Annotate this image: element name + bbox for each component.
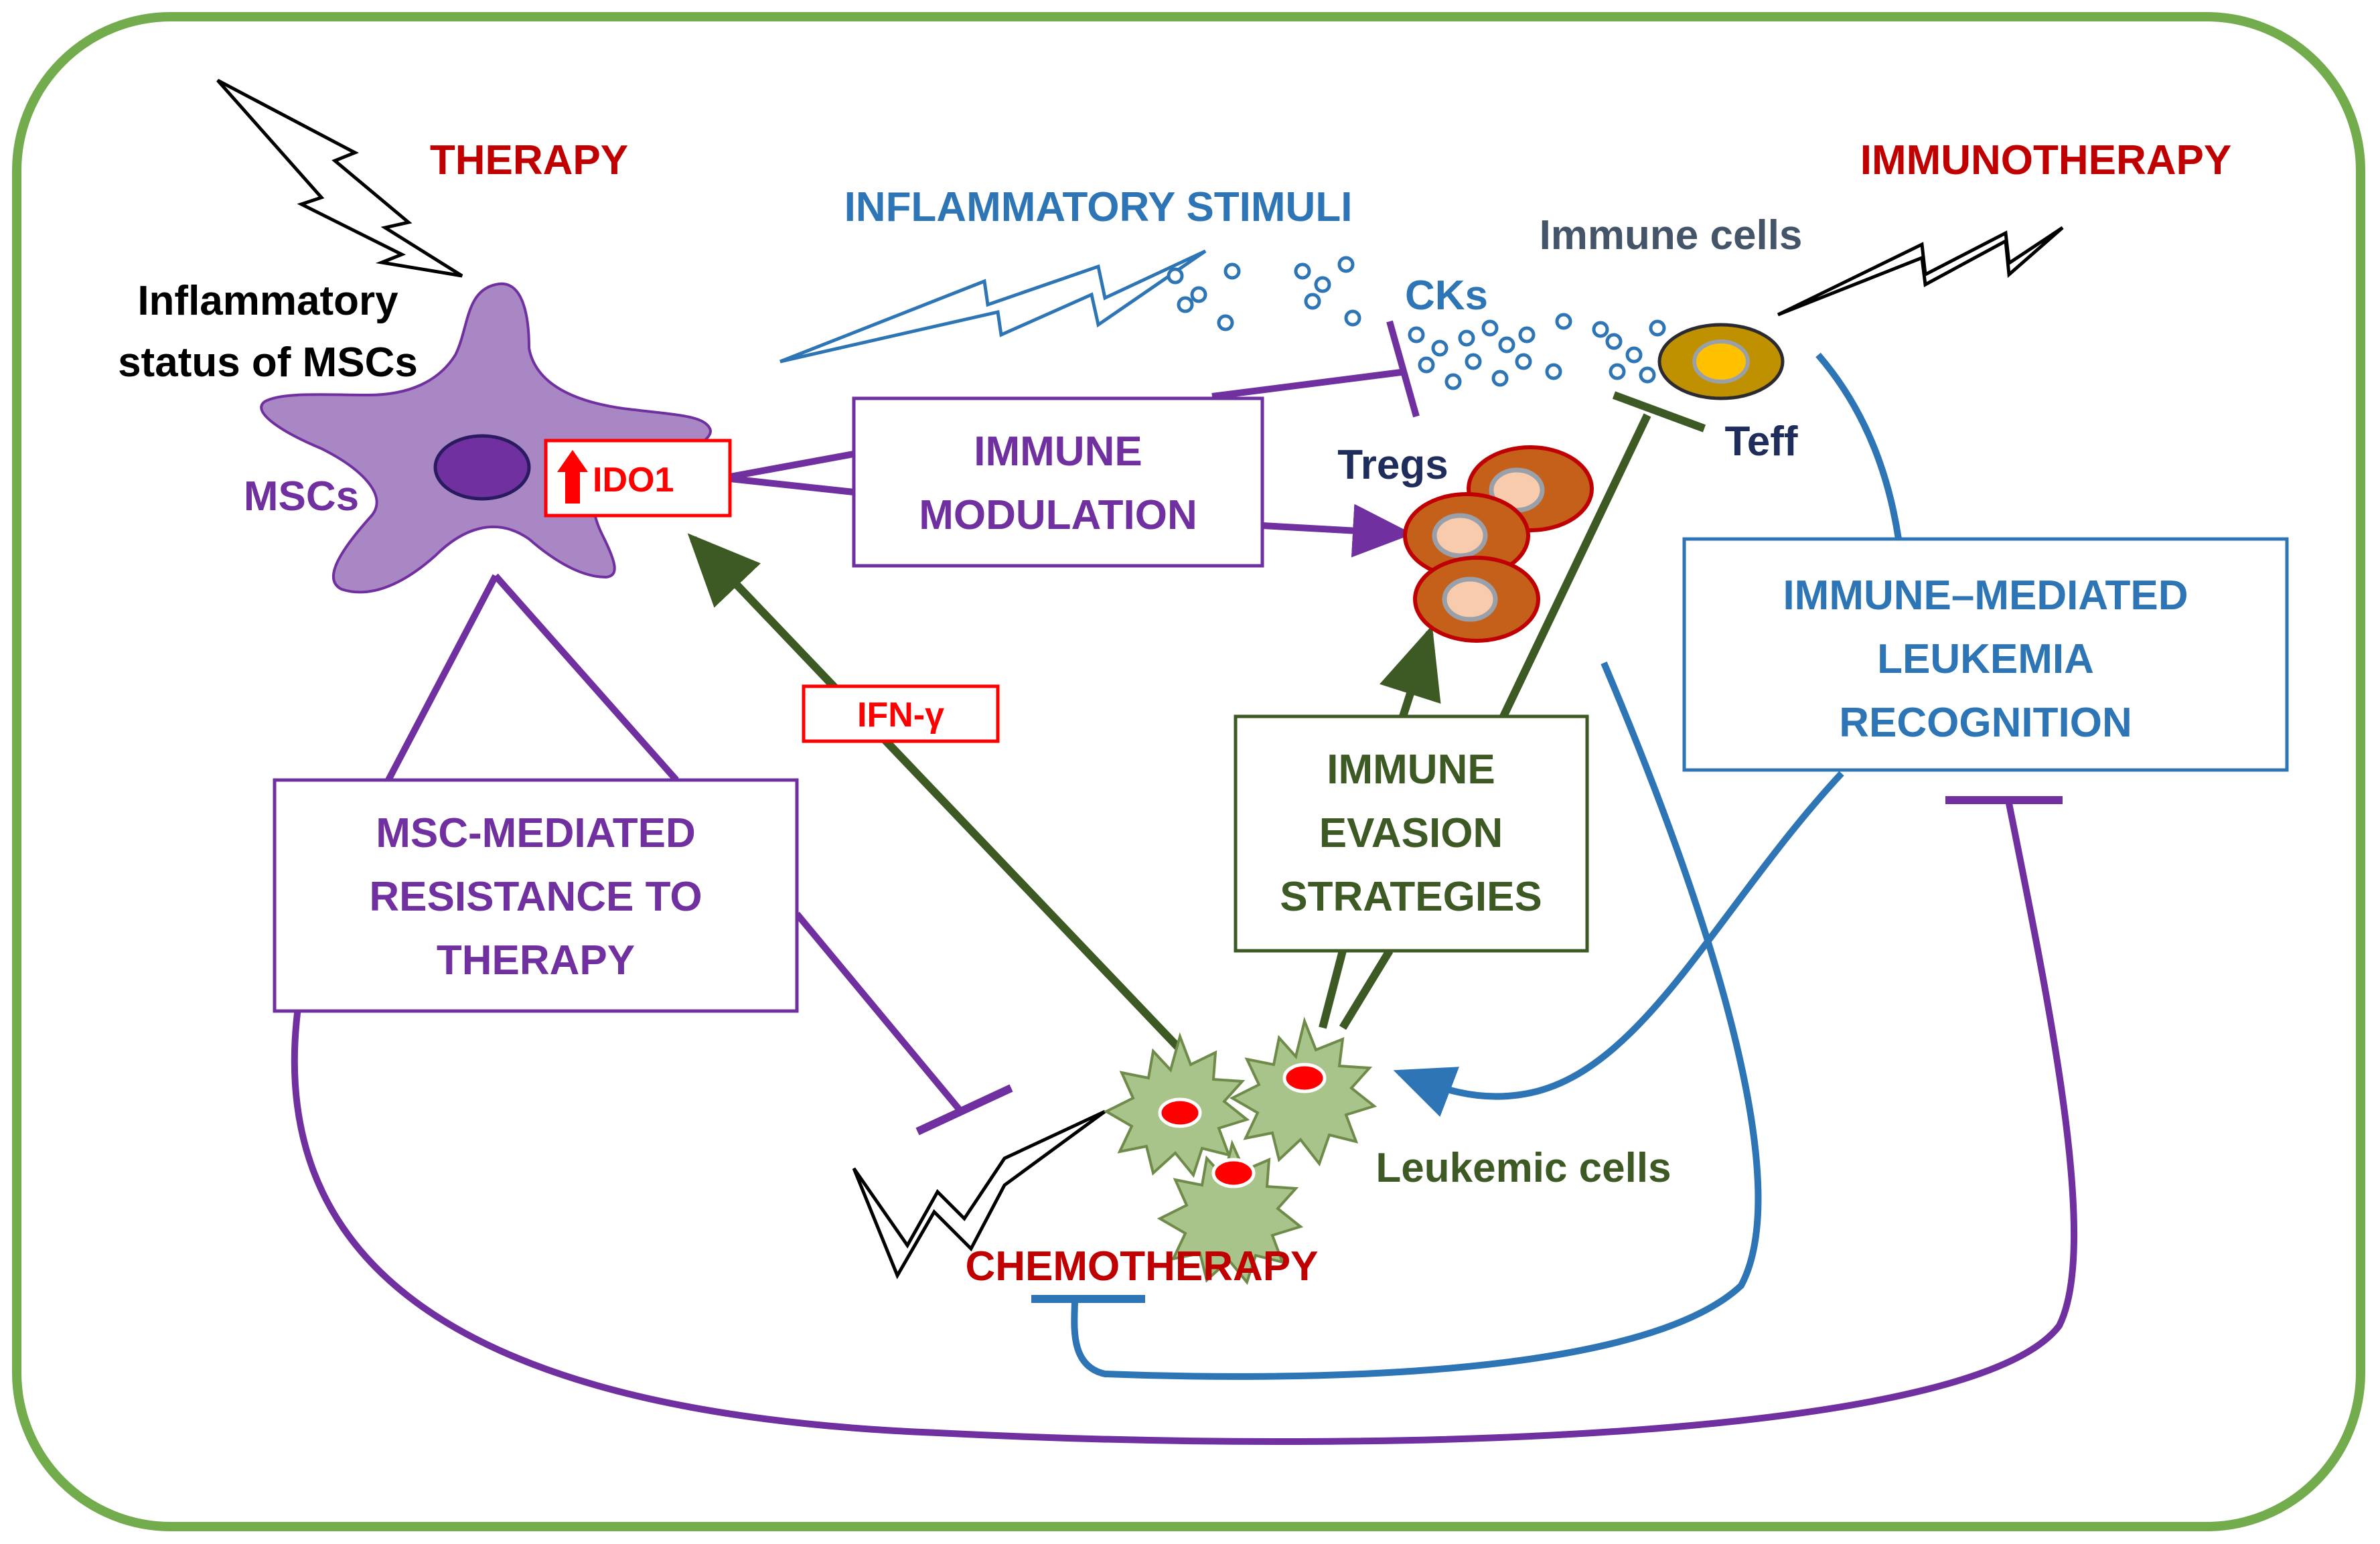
lightning-bolt-icon bbox=[779, 249, 1207, 364]
ido1-label: IDO1 bbox=[593, 461, 674, 499]
immune-evasion-box bbox=[1234, 714, 1589, 953]
leukemic-nucleus bbox=[1211, 1158, 1256, 1188]
immune-mediated-line-2: LEUKEMIA bbox=[1877, 636, 2094, 682]
teff-label: Teff bbox=[1724, 418, 1797, 465]
immune-evasion-line-3: STRATEGIES bbox=[1280, 874, 1542, 920]
ido1-to-modulation-line-top bbox=[729, 451, 854, 480]
inflammatory-status-line-1: Inflammatory bbox=[137, 278, 398, 324]
msc-to-resistance-line-left bbox=[385, 574, 499, 782]
inflammatory-status-line-2: status of MSCs bbox=[118, 339, 418, 386]
cytokine-dot-icon bbox=[1177, 296, 1194, 313]
msc-to-resistance-line-right bbox=[493, 573, 679, 783]
cytokine-dot-icon bbox=[1605, 333, 1623, 350]
evasion-to-tregs-arrow bbox=[1380, 625, 1441, 718]
immunotherapy-label: IMMUNOTHERAPY bbox=[1860, 137, 2232, 183]
immune-evasion-line-2: EVASION bbox=[1319, 810, 1503, 856]
mscs-label: MSCs bbox=[244, 473, 359, 520]
chemo-inhibition-bar-purple bbox=[915, 1084, 1013, 1136]
msc-resistance-line-2: RESISTANCE TO bbox=[369, 874, 702, 920]
inflammatory-stimuli-label: INFLAMMATORY STIMULI bbox=[844, 184, 1353, 230]
cytokine-dot-icon bbox=[1294, 262, 1311, 280]
immune-modulation-line-1: IMMUNE bbox=[974, 429, 1142, 475]
cks-label: CKs bbox=[1405, 273, 1488, 319]
msc-resistance-line-1: MSC-MEDIATED bbox=[376, 810, 696, 856]
leukemia-inhibits-chemo-curve bbox=[1071, 662, 1762, 1380]
therapy-label: THERAPY bbox=[430, 137, 628, 183]
immune-modulation-line-2: MODULATION bbox=[919, 492, 1197, 538]
cytokine-dot-icon bbox=[1337, 256, 1355, 273]
immune-modulation-box bbox=[852, 396, 1264, 568]
ifn-gamma-box bbox=[802, 684, 1000, 743]
ifn-gamma-arrow bbox=[687, 533, 1182, 1051]
leukemic-nucleus bbox=[1158, 1097, 1202, 1128]
cytokine-dot-icon bbox=[1167, 267, 1184, 285]
evasion-inhibits-teff-line bbox=[1499, 413, 1651, 718]
cytokine-dot-icon bbox=[1465, 353, 1482, 370]
cytokine-dot-icon bbox=[1314, 276, 1331, 293]
cytokine-dot-icon bbox=[1609, 363, 1626, 380]
cytokine-dot-icon bbox=[1408, 326, 1425, 343]
modulation-inhibits-cks-line bbox=[1211, 368, 1407, 400]
modulation-to-tregs-arrow bbox=[1262, 504, 1413, 558]
chemotherapy-label: CHEMOTHERAPY bbox=[965, 1243, 1318, 1290]
cytokine-dot-icon bbox=[1649, 319, 1666, 337]
cytokine-dot-icon bbox=[1545, 363, 1562, 380]
leukemic-cell-icon bbox=[1157, 1139, 1304, 1286]
msc-resistance-box bbox=[273, 778, 799, 1013]
leukemic-nucleus bbox=[1282, 1063, 1327, 1093]
teff-inhibition-bar bbox=[1612, 391, 1706, 433]
leukemic-cells-label: Leukemic cells bbox=[1375, 1145, 1671, 1191]
cytokine-dot-icon bbox=[1625, 346, 1643, 364]
immune-mediated-line-1: IMMUNE–MEDIATED bbox=[1783, 572, 2188, 619]
recognition-to-leukemic-arrow bbox=[1393, 771, 1844, 1117]
lightning-bolt-icon bbox=[1777, 226, 2064, 317]
cytokine-dot-icon bbox=[1555, 313, 1572, 330]
immune-evasion-line-1: IMMUNE bbox=[1327, 747, 1495, 793]
tregs-label: Tregs bbox=[1337, 442, 1448, 488]
immune-mediated-line-3: RECOGNITION bbox=[1839, 700, 2132, 746]
ido1-to-modulation-line-bottom bbox=[729, 475, 854, 495]
cytokine-dot-icon bbox=[1498, 336, 1515, 354]
teff-to-recognition-line bbox=[1815, 352, 1902, 540]
treg-nucleus bbox=[1442, 576, 1498, 622]
ifn-gamma-label: IFN-γ bbox=[857, 696, 944, 735]
cytokine-dot-icon bbox=[1491, 370, 1509, 387]
leukemic-to-evasion-line-1 bbox=[1319, 949, 1347, 1029]
cytokine-dot-icon bbox=[1304, 293, 1321, 310]
cytokine-dot-icon bbox=[1418, 356, 1435, 374]
cytokine-dot-icon bbox=[1518, 326, 1536, 343]
teff-nucleus bbox=[1692, 339, 1750, 384]
resistance-inhibits-chemo-line bbox=[794, 911, 964, 1114]
outer-frame bbox=[12, 12, 2365, 1531]
cytokine-dot-icon bbox=[1592, 321, 1609, 338]
cytokine-dot-icon bbox=[1481, 319, 1499, 337]
cytokine-dot-icon bbox=[1223, 262, 1241, 280]
immune-mediated-box bbox=[1682, 537, 2289, 772]
cytokine-dot-icon bbox=[1515, 353, 1532, 370]
lightning-bolt-icon bbox=[216, 78, 463, 278]
cks-inhibition-bar bbox=[1386, 320, 1420, 418]
msc-resistance-line-3: THERAPY bbox=[437, 937, 635, 984]
cytokine-dot-icon bbox=[1217, 314, 1234, 331]
treg-nucleus bbox=[1432, 513, 1488, 558]
cytokine-dot-icon bbox=[1444, 373, 1462, 390]
cytokine-dot-icon bbox=[1431, 339, 1448, 357]
cytokine-dot-icon bbox=[1344, 309, 1361, 327]
cytokine-dot-icon bbox=[1190, 286, 1207, 303]
up-arrow-icon bbox=[557, 450, 588, 504]
cytokine-dots bbox=[1167, 256, 1666, 390]
msc-nucleus bbox=[433, 434, 531, 501]
resistance-inhibits-recognition-curve bbox=[291, 803, 2077, 1446]
cytokine-dot-icon bbox=[1639, 366, 1656, 384]
leukemic-to-evasion-line-2 bbox=[1339, 948, 1394, 1030]
immune-cells-label: Immune cells bbox=[1540, 212, 1803, 258]
cytokine-dot-icon bbox=[1458, 329, 1475, 347]
